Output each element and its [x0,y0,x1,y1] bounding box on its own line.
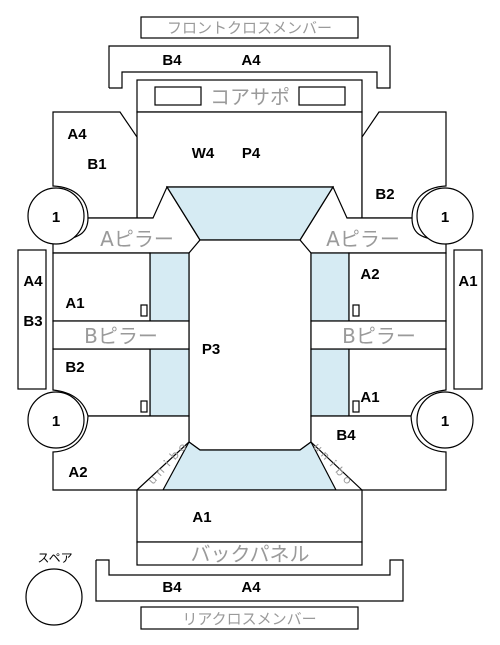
front-left-fender-grade-a: A4 [67,126,87,143]
front-left-fender-grade-b: B1 [87,156,106,173]
back-panel: バックパネル [136,541,363,566]
core-support: コアサポ [136,79,363,113]
rear-member-grade-a: A4 [241,579,261,596]
left-rear-window [149,348,190,417]
front-left-tire: 1 [27,187,85,245]
rear-right-tire: 1 [416,391,474,449]
rear-member-bracket [95,559,404,602]
right-front-door [348,252,447,322]
rear-member-grade-b: B4 [162,579,182,596]
front-right-fender-grade-b: B2 [375,186,394,203]
front-cross-member: フロントクロスメンバー [140,16,359,39]
rear-cross-member: リアクロスメンバー [140,606,359,630]
front-left-fender [52,111,138,219]
right-rear-door-handle [352,400,360,413]
b-pillar-left: Bピラー [52,320,190,350]
right-front-door-grade: A2 [360,266,379,283]
left-rear-door-handle [140,400,148,413]
front-member-bracket [108,45,391,89]
spare-tire [25,568,83,626]
left-rear-door-grade: B2 [65,359,84,376]
front-right-tire-grade: 1 [441,209,449,226]
back-panel-label: バックパネル [191,542,310,566]
right-front-door-handle [352,304,360,317]
core-support-label: コアサポ [210,85,290,109]
left-sill [17,249,47,390]
b-pillar-right: Bピラー [310,320,447,350]
roof-grade-p: P3 [202,341,220,358]
right-front-window [310,252,350,322]
b-pillar-right-label: Bピラー [342,324,416,348]
left-front-window [149,252,190,322]
left-sill-grade-a: A4 [23,273,43,290]
right-quarter-grade-b: B4 [336,427,356,444]
left-rear-quarter [52,415,190,491]
trunk [136,489,363,543]
front-right-tire: 1 [416,187,474,245]
front-left-tire-grade: 1 [52,209,60,226]
left-front-door-grade: A1 [65,295,84,312]
front-cross-member-label: フロントクロスメンバー [167,19,332,37]
left-front-door-handle [140,304,148,317]
rear-left-tire: 1 [27,391,85,449]
right-rear-door-grade: A1 [360,389,379,406]
front-member-grade-b: B4 [162,52,182,69]
rear-right-tire-grade: 1 [441,413,449,430]
rear-left-tire-grade: 1 [52,413,60,430]
front-right-fender [361,111,447,219]
right-rear-quarter [310,415,447,491]
front-member-grade-a: A4 [241,52,261,69]
b-pillar-left-label: Bピラー [84,324,158,348]
hood-grade-p: P4 [242,145,261,162]
a-pillar-left-label: Aピラー [100,227,174,251]
rear-cross-member-label: リアクロスメンバー [182,610,316,628]
spare-label: スペア [37,551,72,565]
left-quarter-grade-a: A2 [68,464,87,481]
right-rear-window [310,348,350,417]
left-sill-grade-b: B3 [23,313,42,330]
hood-grade-w: W4 [192,145,215,162]
right-sill [453,249,483,390]
trunk-grade-a: A1 [192,509,211,526]
a-pillar-right-label: Aピラー [326,227,400,251]
right-sill-grade-a: A1 [458,273,477,290]
